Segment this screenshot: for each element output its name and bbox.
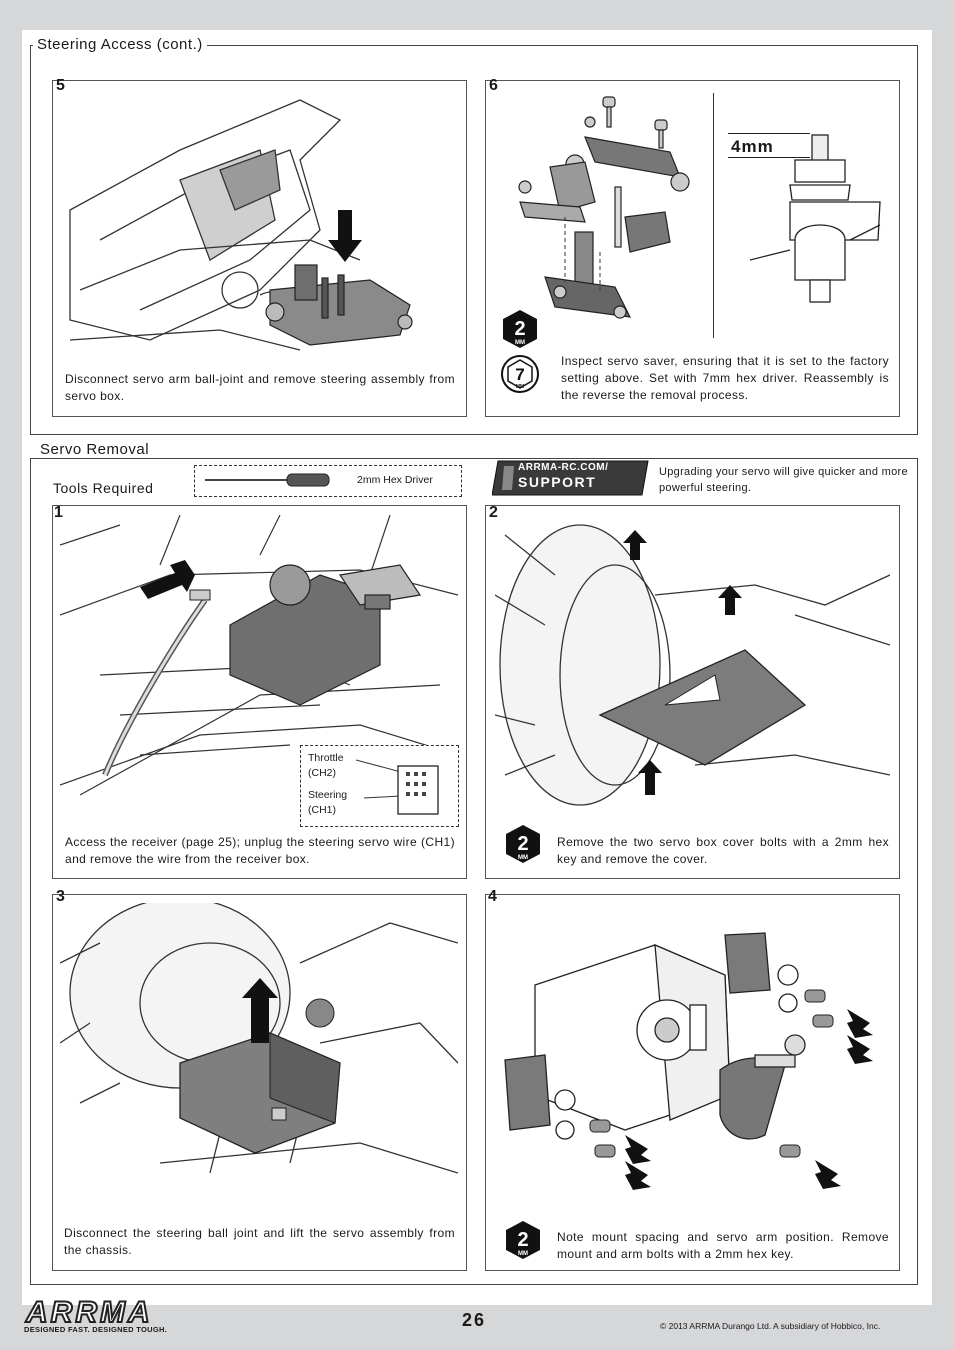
step-5-illustration <box>69 99 413 351</box>
hex-key-2mm-icon: 2 MM <box>503 310 537 348</box>
step-5-caption: Disconnect servo arm ball-joint and remo… <box>65 372 455 403</box>
dimension-line <box>728 133 810 134</box>
tools-box <box>194 465 462 497</box>
step-6-divider <box>713 93 714 338</box>
tools-required-label: Tools Required <box>53 480 154 496</box>
step-6-servo-saver-illustration <box>518 96 690 319</box>
page-number: 26 <box>462 1310 487 1330</box>
svg-text:MM: MM <box>516 384 524 390</box>
up-arrow-icon <box>242 978 278 1043</box>
svg-text:2: 2 <box>517 1229 528 1251</box>
support-label[interactable]: SUPPORT <box>518 474 597 490</box>
dimension-line <box>728 157 810 158</box>
support-url[interactable]: ARRMA-RC.COM/ <box>518 462 609 473</box>
step-r4-number: 4 <box>488 888 497 905</box>
step-5-number: 5 <box>56 77 65 94</box>
step-r3-caption: Disconnect the steering ball joint and l… <box>64 1226 455 1257</box>
step-6-number: 6 <box>489 77 498 94</box>
step-r2-illustration <box>495 524 890 806</box>
hex-driver-7mm-icon: 7 MM <box>501 355 539 393</box>
hex-key-2mm-icon: 2 MM <box>506 1221 540 1259</box>
step-r4-servo-illustration <box>504 932 873 1190</box>
svg-text:2: 2 <box>514 318 525 340</box>
throttle-channel: (CH2) <box>308 767 336 779</box>
step-r1-caption: Access the receiver (page 25); unplug th… <box>65 835 455 866</box>
support-badge <box>492 460 649 496</box>
up-arrow-icon <box>623 530 647 560</box>
svg-text:MM: MM <box>518 1251 528 1257</box>
step-6-caption: Inspect servo saver, ensuring that it is… <box>561 354 889 402</box>
step-r2-number: 2 <box>489 504 498 521</box>
steering-channel: (CH1) <box>308 804 336 816</box>
down-arrow-icon <box>328 210 362 262</box>
receiver-icon <box>356 759 439 815</box>
copyright-text: © 2013 ARRMA Durango Ltd. A subsidiary o… <box>660 1321 881 1331</box>
hex-key-2mm-icon: 2 MM <box>506 825 540 863</box>
step-5-panel <box>52 80 467 417</box>
step-r4-caption: Note mount spacing and servo arm positio… <box>557 1230 889 1261</box>
servo-saver-closeup-illustration <box>750 134 881 303</box>
steering-label: Steering <box>308 789 348 801</box>
brand-tagline: DESIGNED FAST. DESIGNED TOUGH. <box>24 1325 168 1334</box>
brand-logo: ARRMA <box>25 1295 153 1330</box>
up-arrow-icon <box>718 585 742 615</box>
support-note: Upgrading your servo will give quicker a… <box>659 466 908 494</box>
hex-driver-icon <box>205 473 330 487</box>
svg-text:7: 7 <box>515 365 524 384</box>
step-r1-number: 1 <box>54 504 63 521</box>
step-r2-caption: Remove the two servo box cover bolts wit… <box>557 835 889 866</box>
section-title-servo-removal: Servo Removal <box>36 441 154 458</box>
section-title-steering-access: Steering Access (cont.) <box>33 36 207 53</box>
svg-text:MM: MM <box>518 855 528 861</box>
svg-text:2: 2 <box>517 833 528 855</box>
throttle-label: Throttle <box>308 752 344 764</box>
svg-text:MM: MM <box>515 340 525 346</box>
step-r3-number: 3 <box>56 888 65 905</box>
up-arrow-icon <box>638 760 662 795</box>
step-r1-illustration <box>60 515 458 796</box>
step-r3-illustration <box>60 903 458 1174</box>
arrow-icon <box>625 1009 873 1190</box>
left-arrow-icon <box>140 560 195 599</box>
tool-name: 2mm Hex Driver <box>357 474 433 486</box>
dimension-4mm-label: 4mm <box>731 137 774 156</box>
